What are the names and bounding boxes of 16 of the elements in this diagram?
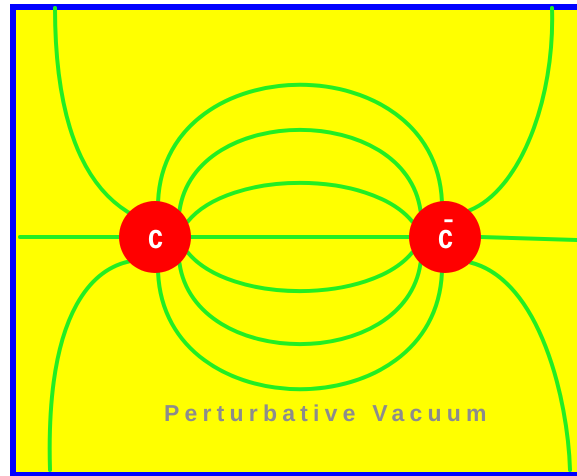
field-line (467, 6, 554, 212)
field-line (189, 235, 411, 239)
field-line (479, 235, 577, 242)
field-line (178, 261, 422, 346)
field-line (48, 260, 131, 472)
field-line (186, 250, 414, 294)
field-line (156, 82, 444, 204)
field-line (18, 235, 121, 239)
charge-label: c (147, 220, 163, 254)
field-line (186, 180, 414, 224)
field-line (178, 128, 422, 213)
field-line (468, 260, 572, 472)
charge-label: c̄ (437, 220, 453, 254)
field-line (53, 6, 131, 214)
region-label: Perturbative Vacuum (164, 400, 492, 427)
field-line (156, 270, 444, 392)
